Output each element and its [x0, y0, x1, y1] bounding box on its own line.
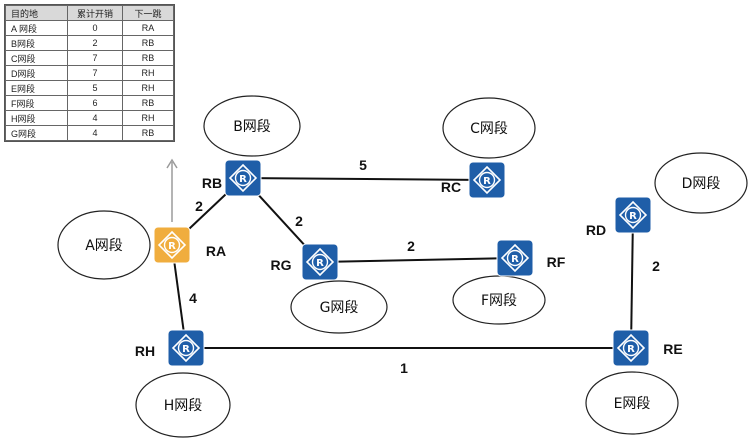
router-circle-icon: [311, 253, 329, 271]
link-rd-re: 2: [630, 214, 660, 349]
router-icon: [614, 196, 652, 234]
router-letter: R: [316, 258, 324, 269]
router-diamond-icon: [618, 200, 648, 230]
header-cost: 累计开销: [67, 5, 123, 21]
segment-label: H网段: [164, 398, 203, 414]
router-letter: R: [511, 254, 519, 265]
link-cost-label: 1: [400, 360, 408, 376]
router-label: RC: [441, 179, 461, 195]
router-letter: R: [629, 211, 637, 222]
segment-g: G网段: [290, 280, 388, 334]
link-cost-label: 2: [295, 213, 303, 229]
segment-label: B网段: [233, 119, 271, 135]
segment-label: C网段: [470, 121, 508, 137]
link-line: [630, 214, 634, 349]
router-rd: R RD: [586, 196, 652, 238]
link-cost-label: 4: [189, 290, 197, 306]
router-label: RA: [206, 243, 226, 259]
segment-ellipse: [203, 95, 301, 157]
router-icon: [468, 161, 506, 199]
link-line: [319, 257, 516, 263]
link-rb-rc: 5: [242, 157, 488, 181]
router-diamond-icon: [171, 333, 201, 363]
router-label: RE: [663, 341, 682, 357]
router-diamond-icon: [228, 163, 258, 193]
segment-label: G网段: [320, 300, 359, 316]
router-letter: R: [239, 174, 247, 185]
segment-d: D网段: [654, 152, 748, 214]
segment-label: F网段: [481, 293, 517, 309]
pointer-arrowhead: [166, 158, 178, 169]
router-label: RF: [547, 254, 566, 270]
router-icon: [301, 243, 339, 281]
router-circle-icon: [478, 171, 496, 189]
segment-label: A网段: [85, 238, 123, 254]
router-circle-icon: [624, 206, 642, 224]
cell-next-hop: RB: [122, 125, 174, 141]
router-letter: R: [483, 176, 491, 187]
segment-ellipse: [290, 280, 388, 334]
router-ra: R RA: [153, 226, 226, 264]
segment-c: C网段: [442, 97, 536, 159]
router-label: RH: [135, 343, 155, 359]
router-icon: [612, 329, 650, 367]
link-cost-label: 2: [652, 258, 660, 274]
router-circle-icon: [506, 249, 524, 267]
router-re: R RE: [612, 329, 683, 367]
link-rh-re: 1: [186, 347, 631, 376]
segment-ellipse: [654, 152, 748, 214]
router-rf: R RF: [496, 239, 566, 277]
segment-ellipse: [442, 97, 536, 159]
router-rb: R RB: [202, 159, 262, 197]
router-diamond-icon: [500, 243, 530, 273]
link-rg-rf: 2: [319, 238, 516, 263]
router-letter: R: [182, 344, 190, 355]
router-icon: [224, 159, 262, 197]
cell-cost: 4: [67, 125, 123, 141]
router-label: RG: [271, 257, 292, 273]
router-circle-icon: [622, 339, 640, 357]
router-icon: [496, 239, 534, 277]
router-letter: R: [627, 344, 635, 355]
link-cost-label: 2: [195, 198, 203, 214]
router-label: RB: [202, 175, 222, 191]
segment-a: A网段: [57, 210, 151, 280]
router-label: RD: [586, 222, 606, 238]
router-icon: [167, 329, 205, 367]
link-cost-label: 5: [359, 157, 367, 173]
router-icon: [153, 226, 191, 264]
router-diamond-icon: [157, 230, 187, 260]
router-diamond-icon: [616, 333, 646, 363]
router-circle-icon: [234, 169, 252, 187]
router-rg: R RG: [271, 243, 339, 281]
router-rh: R RH: [135, 329, 205, 367]
router-diamond-icon: [472, 165, 502, 195]
segment-f: F网段: [452, 275, 546, 325]
router-circle-icon: [163, 236, 181, 254]
segment-ellipse: [585, 371, 679, 435]
segment-ellipse: [135, 372, 231, 438]
router-circle-icon: [177, 339, 195, 357]
header-destination: 目的地: [5, 5, 68, 21]
segment-b: B网段: [203, 95, 301, 157]
router-rc: R RC: [441, 161, 506, 199]
router-diamond-icon: [305, 247, 335, 277]
link-cost-label: 2: [407, 238, 415, 254]
segment-ellipse: [57, 210, 151, 280]
router-letter: R: [168, 241, 176, 252]
segment-label: D网段: [682, 176, 721, 192]
link-line: [242, 177, 488, 181]
segment-h: H网段: [135, 372, 231, 438]
segment-label: E网段: [614, 396, 651, 412]
cell-destination: G网段: [5, 125, 68, 141]
segment-e: E网段: [585, 371, 679, 435]
